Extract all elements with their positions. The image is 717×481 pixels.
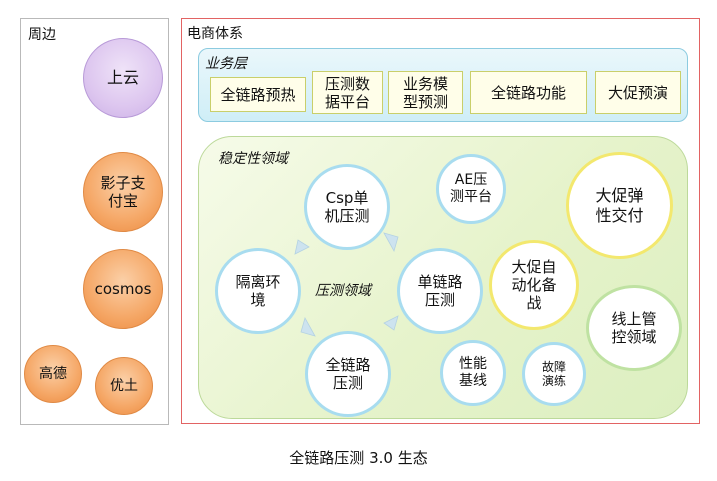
business-item-promo-rehearsal: 大促预演 <box>595 71 681 114</box>
cycle-arrows <box>294 232 399 337</box>
peripheral-item-youtu: 优土 <box>95 357 153 415</box>
stability-item-ae-platform: AE压测平台 <box>436 154 506 224</box>
diagram-caption: 全链路压测 3.0 生态 <box>289 449 428 467</box>
stability-item-online-control: 线上管控领域 <box>586 285 682 371</box>
arrow-bottom-right-icon <box>383 315 399 331</box>
peripheral-item-cosmos: cosmos <box>83 249 163 329</box>
peripheral-title: 周边 <box>28 27 56 43</box>
business-layer-title: 业务层 <box>205 56 247 72</box>
cycle-item-single-link: 单链路压测 <box>397 248 483 334</box>
cycle-center-label: 压测领域 <box>315 283 371 299</box>
business-item-full-link-function: 全链路功能 <box>470 71 587 114</box>
cycle-item-csp-single: Csp单机压测 <box>304 164 390 250</box>
arrow-top-right-icon <box>383 232 399 253</box>
arrow-bottom-left-icon <box>300 316 316 337</box>
stability-item-perf-baseline: 性能基线 <box>440 340 506 406</box>
peripheral-item-shadow-alipay: 影子支付宝 <box>83 152 163 232</box>
peripheral-item-gaode: 高德 <box>24 345 82 403</box>
stability-item-auto-prep: 大促自动化备战 <box>489 240 579 330</box>
stability-item-fault-drill: 故障演练 <box>522 342 586 406</box>
stability-item-elastic-delivery: 大促弹性交付 <box>566 152 673 259</box>
stability-title: 稳定性领域 <box>218 151 288 167</box>
business-item-model-forecast: 业务模型预测 <box>388 71 463 114</box>
business-item-data-platform: 压测数据平台 <box>312 71 383 114</box>
cycle-item-isolation-env: 隔离环境 <box>215 248 301 334</box>
arrow-top-left-icon <box>294 239 310 255</box>
ecommerce-title: 电商体系 <box>187 26 243 42</box>
peripheral-item-cloud: 上云 <box>83 38 163 118</box>
cycle-item-full-link: 全链路压测 <box>305 331 391 417</box>
business-item-preheat: 全链路预热 <box>210 77 306 112</box>
